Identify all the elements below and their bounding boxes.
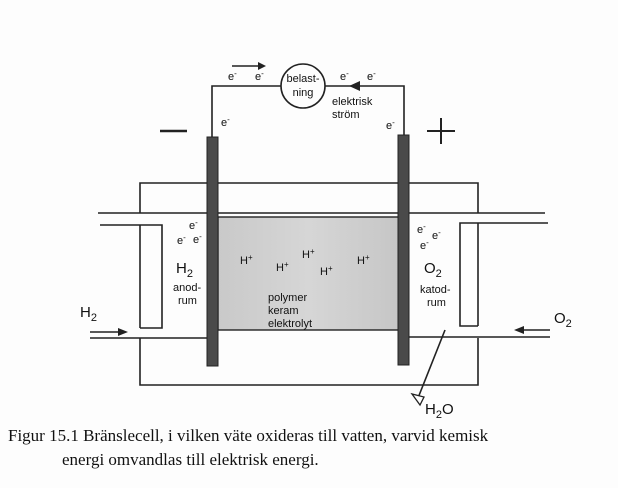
- electron-labels: e- e- e- e- e- e- e- e- e- e- e- e-: [177, 69, 441, 252]
- electrolyte-label-3: elektrolyt: [268, 318, 312, 330]
- cathode-electrode: [397, 134, 410, 366]
- svg-text:e-: e-: [420, 238, 429, 252]
- cathode-room-1: katod-: [420, 284, 451, 296]
- housing-outline: [139, 182, 479, 213]
- svg-text:H+: H+: [276, 260, 289, 274]
- caption-line-2: energi omvandlas till elektrisk energi.: [62, 450, 319, 469]
- svg-text:e-: e-: [221, 115, 230, 129]
- svg-text:H+: H+: [320, 264, 333, 278]
- proton-labels: H+ H+ H+ H+ H+: [240, 247, 370, 278]
- svg-text:e-: e-: [386, 118, 395, 132]
- svg-text:e-: e-: [432, 228, 441, 242]
- current-arrowhead: [349, 81, 360, 91]
- anode-h2-label: H2: [176, 260, 193, 280]
- svg-text:H+: H+: [302, 247, 315, 261]
- h2-inlet-pipe: [100, 224, 163, 329]
- h2-inlet-label: H2: [80, 304, 97, 324]
- o2-inlet-label: O2: [554, 310, 572, 330]
- load-label-1: belast-: [286, 73, 319, 85]
- current-label-1: elektrisk: [332, 96, 373, 108]
- o2-inlet-pipe: [459, 222, 548, 327]
- anode-electrode: [206, 136, 219, 367]
- svg-text:e-: e-: [340, 69, 349, 83]
- svg-text:H+: H+: [240, 253, 253, 267]
- svg-text:e-: e-: [189, 218, 198, 232]
- electrolyte-membrane: [217, 216, 401, 331]
- cathode-room-2: rum: [427, 297, 446, 309]
- svg-text:e-: e-: [228, 69, 237, 83]
- svg-text:e-: e-: [177, 233, 186, 247]
- caption-line-1: Figur 15.1 Bränslecell, i vilken väte ox…: [8, 426, 489, 445]
- load-label-2: ning: [293, 87, 314, 99]
- svg-text:e-: e-: [193, 232, 202, 246]
- load-circle: [280, 63, 326, 109]
- cathode-o2-label: O2: [424, 260, 442, 280]
- svg-text:e-: e-: [417, 222, 426, 236]
- current-label-2: ström: [332, 109, 360, 121]
- svg-text:e-: e-: [367, 69, 376, 83]
- wire-left: [211, 85, 281, 137]
- anode-room-1: anod-: [173, 282, 201, 294]
- svg-text:H+: H+: [357, 253, 370, 267]
- anode-room-2: rum: [178, 295, 197, 307]
- electrolyte-label-2: keram: [268, 305, 299, 317]
- electrolyte-label-1: polymer: [268, 292, 307, 304]
- housing-bottom: [139, 338, 479, 386]
- svg-text:e-: e-: [255, 69, 264, 83]
- water-label: H2O: [425, 401, 454, 421]
- water-outlet-arrow: [417, 329, 446, 399]
